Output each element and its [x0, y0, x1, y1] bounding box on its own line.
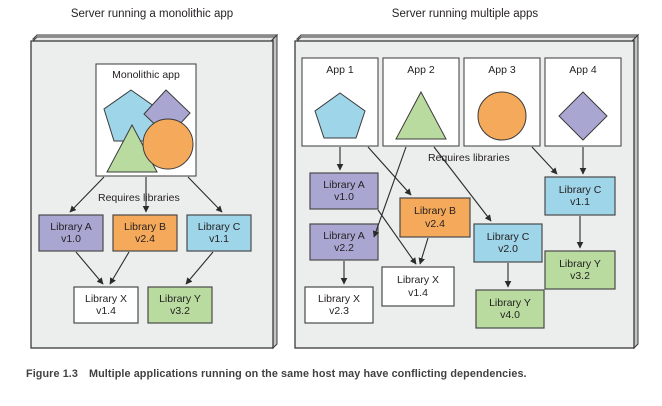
monolithic-lib-arrows [75, 251, 214, 285]
monolithic-app-label: Monolithic app [112, 69, 180, 81]
app-3-circle-shape [477, 91, 527, 141]
lib-box-c-1-1 [186, 214, 252, 252]
circle-shape [142, 118, 194, 170]
app-2-triangle-shape [395, 90, 447, 140]
app-label-3: App 3 [488, 64, 516, 76]
lib-box-y-4-0 [475, 289, 545, 329]
figure-caption-text: Multiple applications running on the sam… [89, 368, 527, 380]
figure-number: Figure 1.3 [26, 368, 79, 380]
lib-box-y-3-2-right [544, 250, 616, 290]
panel-title-monolithic: Server running a monolithic app [70, 8, 234, 20]
lib-box-x-2-3 [304, 286, 374, 324]
lib-box-b-2-4-right [399, 197, 471, 238]
figure-caption: Figure 1.3 Multiple applications running … [26, 368, 527, 380]
lib-box-x-1-4-right [381, 266, 455, 307]
app-label-4: App 4 [569, 64, 597, 76]
lib-box-a-1-0-right [309, 172, 379, 210]
multiple-dependency-arrows [336, 146, 587, 238]
app-label-2: App 2 [407, 64, 435, 76]
lib-box-c-1-1-right [544, 176, 616, 216]
app-label-1: App 1 [326, 64, 354, 76]
lib-box-c-2-0 [473, 223, 543, 263]
lib-box-a-1-0 [38, 214, 104, 252]
lib-box-x-1-4 [73, 286, 139, 324]
requires-libraries-label-right: Requires libraries [428, 152, 510, 164]
app-4-diamond-shape [558, 91, 608, 141]
lib-box-a-2-2 [309, 223, 379, 261]
app-1-pentagon-shape [314, 92, 366, 139]
panel-title-multiple: Server running multiple apps [391, 8, 539, 20]
lib-box-y-3-2 [147, 286, 213, 324]
monolithic-dependency-arrows [69, 176, 223, 213]
multiple-lib-arrows [340, 209, 584, 288]
requires-libraries-label-left: Requires libraries [98, 192, 180, 204]
lib-box-b-2-4 [112, 214, 178, 252]
